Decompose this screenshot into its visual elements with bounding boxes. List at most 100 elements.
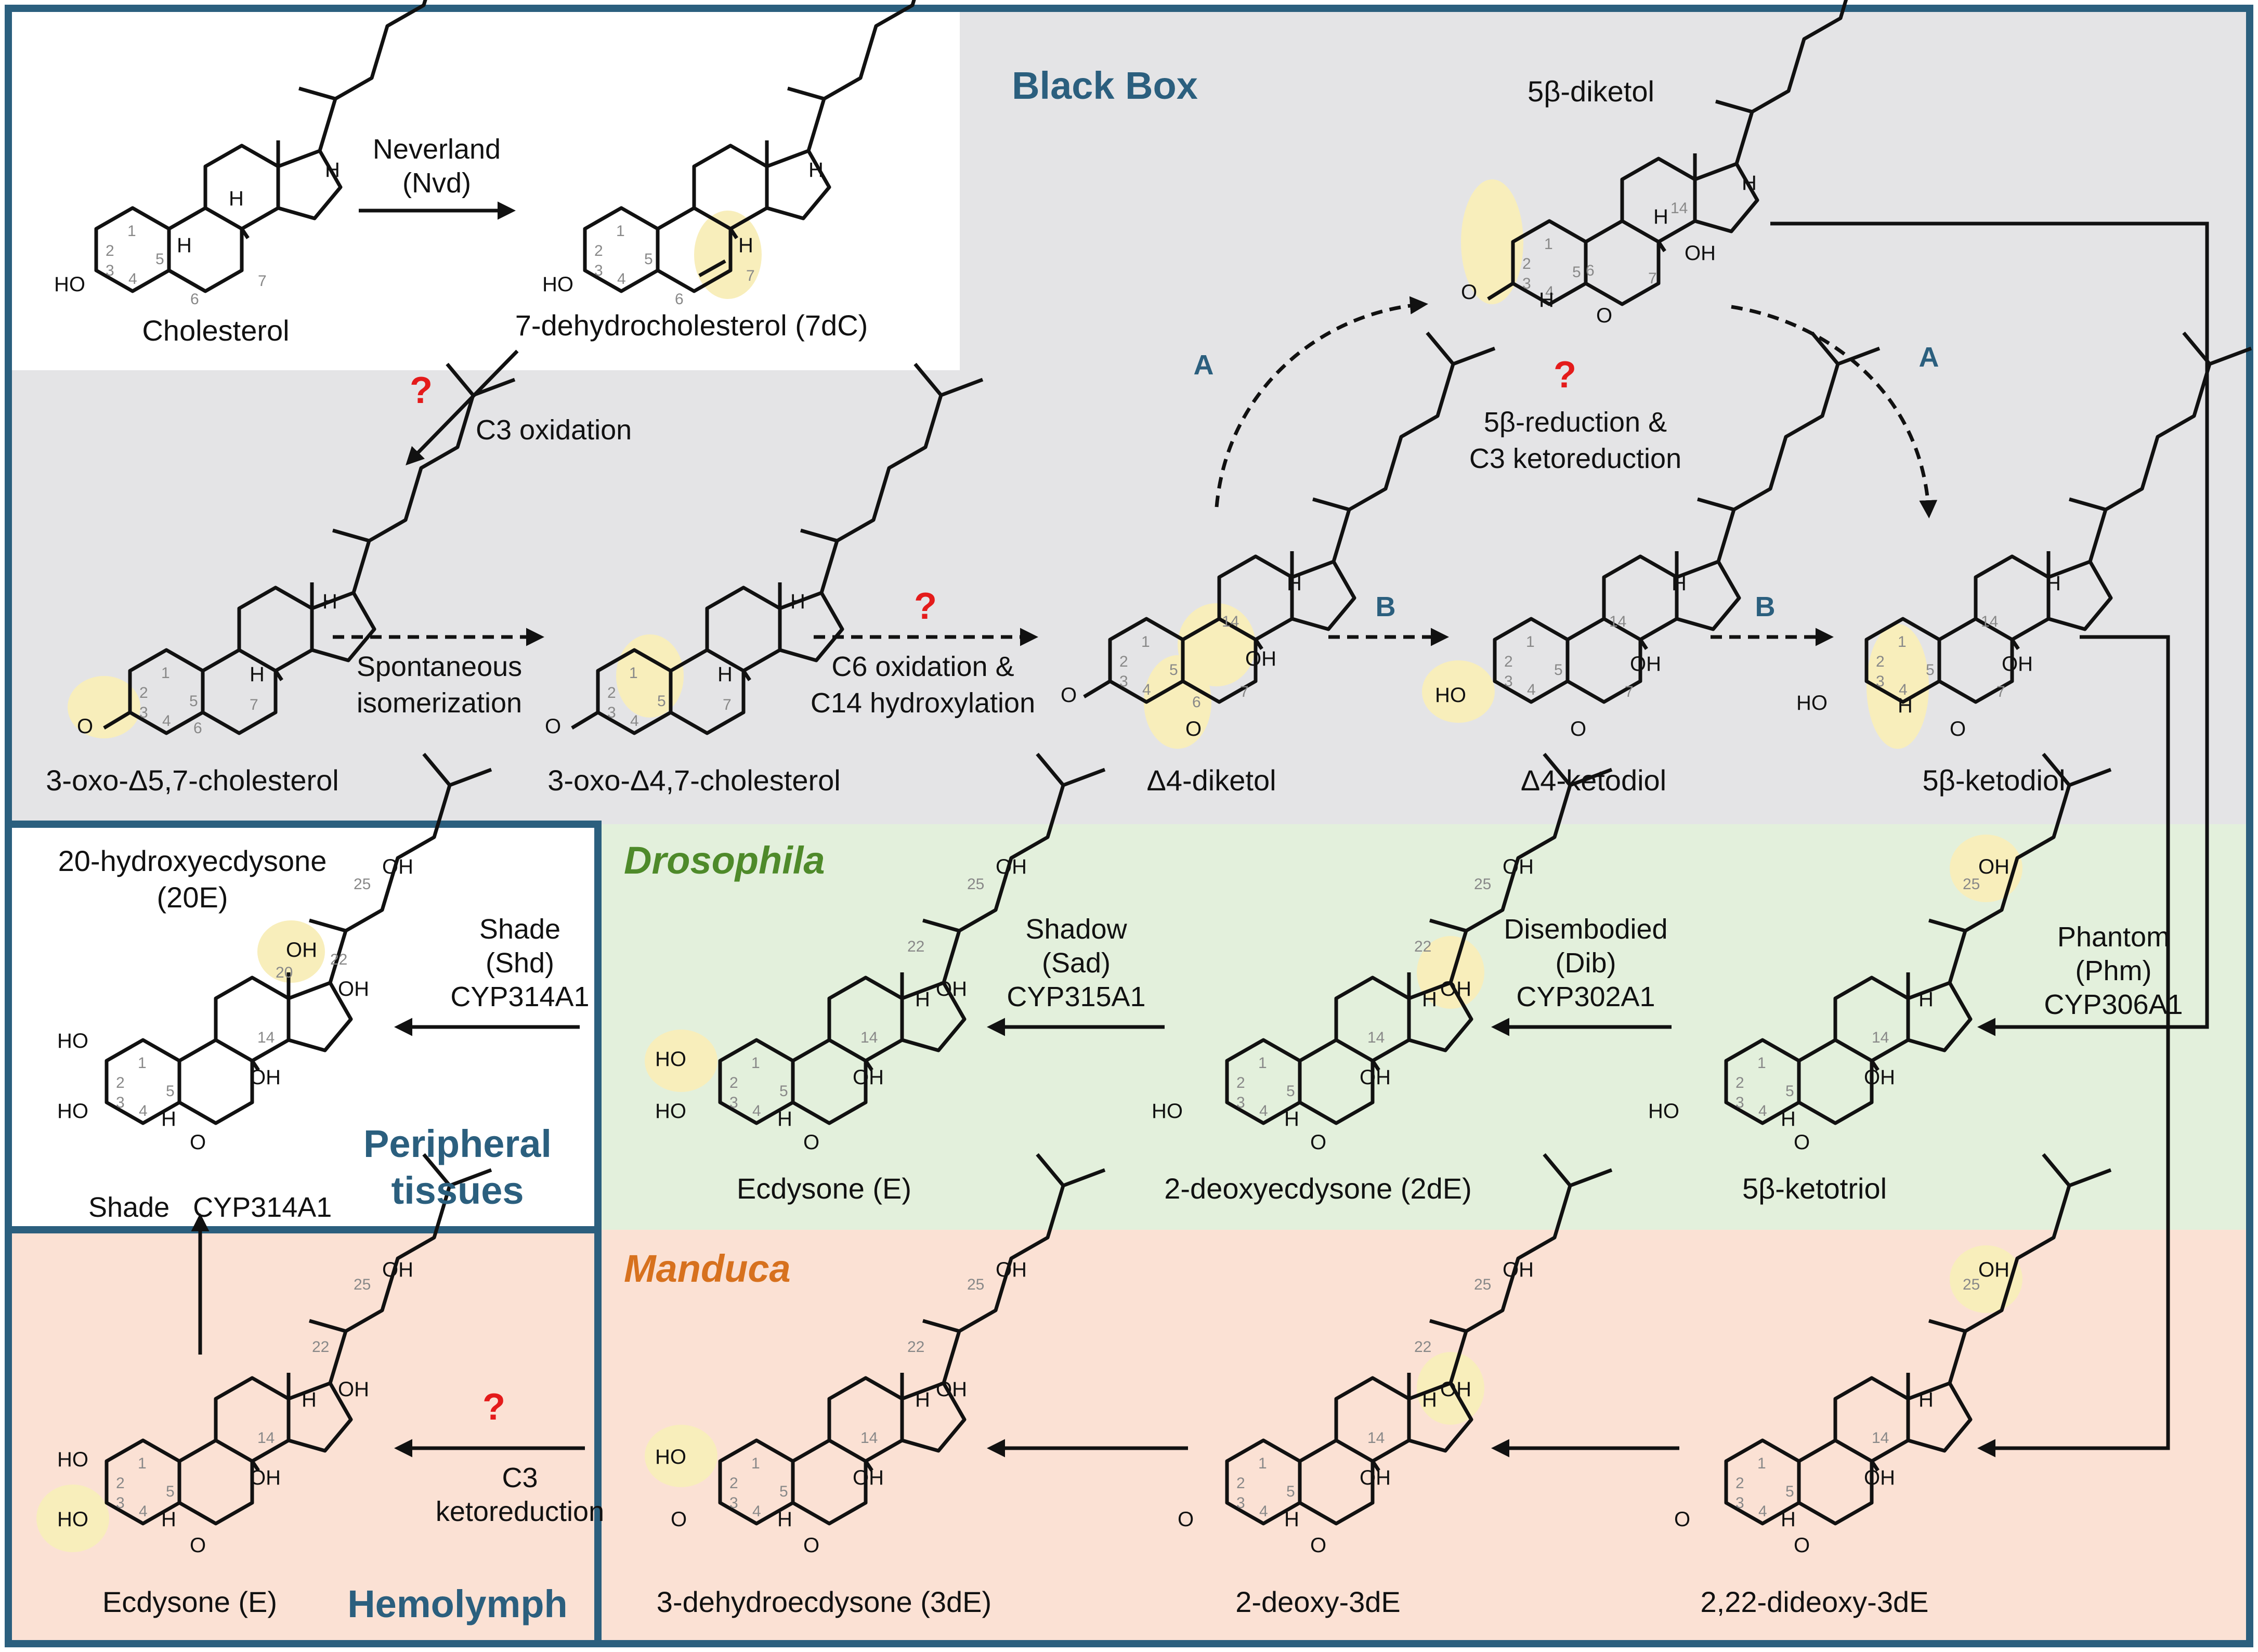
svg-text:H: H bbox=[1781, 1108, 1796, 1130]
svg-text:14: 14 bbox=[1872, 1429, 1889, 1447]
svg-text:H: H bbox=[1422, 988, 1437, 1011]
svg-text:7: 7 bbox=[1648, 270, 1657, 287]
hydroxyl-label: HO bbox=[54, 273, 85, 296]
svg-text:OH: OH bbox=[286, 939, 317, 961]
label-20e-name: 20-hydroxyecdysone bbox=[58, 844, 327, 877]
molecule-cholesterol: 67 HO HHH bbox=[54, 0, 481, 308]
svg-text:O: O bbox=[1061, 684, 1077, 707]
svg-text:H: H bbox=[738, 234, 753, 257]
svg-text:6: 6 bbox=[1586, 262, 1595, 279]
svg-text:H: H bbox=[1781, 1508, 1796, 1531]
route-markers: A A B B ? ? ? ? bbox=[410, 342, 1939, 1428]
svg-text:OH: OH bbox=[1978, 855, 2009, 878]
svg-text:14: 14 bbox=[257, 1429, 275, 1447]
svg-text:7: 7 bbox=[258, 272, 267, 290]
svg-text:H: H bbox=[1672, 572, 1687, 595]
unknown-step-c3k: ? bbox=[482, 1386, 505, 1428]
step-c14-hydroxylation: C14 hydroxylation bbox=[811, 687, 1035, 719]
svg-text:O: O bbox=[77, 715, 93, 738]
svg-text:14: 14 bbox=[1872, 1029, 1889, 1046]
label-20e-abbr: (20E) bbox=[157, 881, 228, 914]
highlight-markers bbox=[36, 179, 2022, 1552]
label-5b-ketotriol: 5β-ketotriol bbox=[1742, 1172, 1887, 1205]
black-box-panel bbox=[8, 8, 2250, 824]
svg-text:OH: OH bbox=[1503, 1258, 1534, 1281]
svg-text:20: 20 bbox=[276, 964, 293, 981]
svg-text:H: H bbox=[1284, 1108, 1299, 1130]
svg-text:OH: OH bbox=[1503, 855, 1534, 878]
svg-text:O: O bbox=[1310, 1131, 1326, 1154]
svg-text:OH: OH bbox=[382, 855, 413, 878]
title-black-box: Black Box bbox=[1012, 64, 1198, 107]
enzyme-shadow-name: Shadow bbox=[1025, 914, 1127, 945]
svg-text:OH: OH bbox=[338, 1378, 369, 1401]
region-titles: Black Box Drosophila Manduca Peripheral … bbox=[347, 64, 1198, 1625]
svg-text:6: 6 bbox=[1192, 694, 1201, 711]
svg-text:O: O bbox=[545, 715, 561, 738]
svg-text:HO: HO bbox=[1648, 1100, 1679, 1123]
svg-text:22: 22 bbox=[1414, 1338, 1431, 1356]
tissue-frame bbox=[5, 821, 602, 1647]
svg-text:14: 14 bbox=[257, 1029, 275, 1046]
enzyme-shadow-cyp: CYP315A1 bbox=[1007, 981, 1145, 1012]
svg-text:O: O bbox=[1570, 718, 1586, 740]
reaction-arrows bbox=[191, 201, 2209, 1458]
svg-text:H: H bbox=[1287, 572, 1302, 595]
enzyme-dib-cyp: CYP302A1 bbox=[1516, 981, 1655, 1012]
svg-text:6: 6 bbox=[190, 291, 199, 308]
svg-text:H: H bbox=[2046, 572, 2061, 595]
svg-text:HO: HO bbox=[1152, 1100, 1183, 1123]
enzyme-shade-vertical: Shade CYP314A1 bbox=[88, 1192, 332, 1223]
svg-text:H: H bbox=[1918, 1388, 1934, 1411]
svg-text:O: O bbox=[1596, 304, 1612, 327]
svg-text:OH: OH bbox=[1440, 978, 1471, 1000]
step-c3-ketoreduction: C3 ketoreduction bbox=[1469, 443, 1681, 474]
svg-text:7: 7 bbox=[1625, 683, 1634, 700]
svg-text:H: H bbox=[250, 663, 265, 686]
svg-text:O: O bbox=[190, 1131, 206, 1154]
title-tissues: tissues bbox=[391, 1169, 524, 1212]
label-2-22-dideoxy-3de: 2,22-dideoxy-3dE bbox=[1701, 1585, 1929, 1618]
svg-text:O: O bbox=[1461, 281, 1477, 304]
svg-text:22: 22 bbox=[312, 1338, 329, 1356]
route-a-right: A bbox=[1919, 342, 1939, 373]
molecule-d4-ketodiol: HO O OH 147 H bbox=[1435, 333, 1880, 740]
enzyme-dib-name: Disembodied bbox=[1504, 914, 1667, 945]
molecule-5b-ketodiol: HO O OH 147 HH bbox=[1796, 333, 2251, 740]
svg-text:22: 22 bbox=[330, 951, 347, 968]
svg-text:OH: OH bbox=[1685, 242, 1716, 265]
svg-text:OH: OH bbox=[1864, 1066, 1895, 1089]
step-nvd-abbr: (Nvd) bbox=[402, 167, 471, 199]
compound-labels: Cholesterol 7-dehydrocholesterol (7dC) 5… bbox=[46, 75, 2065, 1618]
title-drosophila: Drosophila bbox=[624, 839, 825, 882]
route-b-right: B bbox=[1755, 591, 1776, 622]
svg-text:O: O bbox=[803, 1131, 819, 1154]
svg-text:HO: HO bbox=[1435, 684, 1466, 707]
molecule-3-oxo-d47-cholesterol: O 7 HH bbox=[545, 364, 983, 738]
title-manduca: Manduca bbox=[624, 1247, 791, 1290]
step-5b-reduction: 5β-reduction & bbox=[1484, 407, 1667, 438]
svg-text:O: O bbox=[1794, 1131, 1810, 1154]
svg-text:O: O bbox=[1950, 718, 1966, 740]
enzyme-phm-abbr: (Phm) bbox=[2076, 955, 2152, 986]
svg-text:14: 14 bbox=[1670, 200, 1688, 217]
molecule-3-oxo-d57-cholesterol: O 67 HH bbox=[77, 364, 515, 738]
enzyme-dib-abbr: (Dib) bbox=[1556, 947, 1616, 979]
label-5b-diketol: 5β-diketol bbox=[1528, 75, 1654, 108]
title-hemolymph: Hemolymph bbox=[347, 1582, 568, 1625]
svg-text:6: 6 bbox=[675, 291, 684, 308]
label-d4-diketol: Δ4-diketol bbox=[1146, 764, 1276, 797]
label-2-deoxy-3de: 2-deoxy-3dE bbox=[1235, 1585, 1401, 1618]
svg-text:HO: HO bbox=[655, 1100, 686, 1123]
step-c3-label: C3 bbox=[502, 1462, 538, 1493]
svg-text:O: O bbox=[1674, 1508, 1690, 1531]
svg-text:14: 14 bbox=[1981, 613, 1998, 630]
enzyme-shade-cyp: CYP314A1 bbox=[450, 981, 589, 1012]
label-5b-ketodiol: 5β-ketodiol bbox=[1922, 764, 2065, 797]
